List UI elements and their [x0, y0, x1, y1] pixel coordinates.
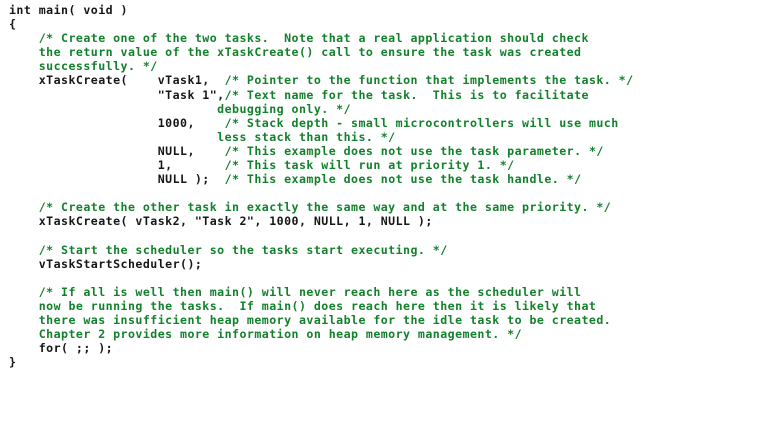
- code-comment-span: debugging only. */: [9, 101, 352, 116]
- code-line: 1, /* This task will run at priority 1. …: [9, 158, 634, 172]
- code-comment-span: /* Text name for the task. This is to fa…: [224, 87, 589, 102]
- code-line: now be running the tasks. If main() does…: [9, 299, 634, 313]
- code-line: vTaskStartScheduler();: [9, 257, 634, 271]
- code-line: successfully. */: [9, 59, 634, 73]
- code-line: NULL ); /* This example does not use the…: [9, 172, 634, 186]
- code-line-blank: [9, 186, 634, 200]
- code-comment-span: /* If all is well then main() will never…: [9, 284, 582, 299]
- code-comment-span: /* Stack depth - small microcontrollers …: [217, 115, 619, 130]
- code-comment-span: /* Pointer to the function that implemen…: [217, 73, 634, 88]
- code-comment-span: now be running the tasks. If main() does…: [9, 298, 597, 313]
- code-comment-span: Chapter 2 provides more information on h…: [9, 327, 523, 342]
- code-line: for( ;; );: [9, 341, 634, 355]
- code-listing-body[interactable]: int main( void ){ /* Create one of the t…: [9, 3, 634, 369]
- code-line: /* Create one of the two tasks. Note tha…: [9, 31, 634, 45]
- code-line: /* If all is well then main() will never…: [9, 285, 634, 299]
- code-token-span: for( ;; );: [9, 341, 114, 356]
- code-line: Chapter 2 provides more information on h…: [9, 327, 634, 341]
- code-token-span: 1000,: [9, 115, 218, 130]
- code-token-span: vTaskStartScheduler();: [9, 256, 203, 271]
- code-line: there was insufficient heap memory avail…: [9, 313, 634, 327]
- code-token-span: 1,: [9, 158, 218, 173]
- code-line: {: [9, 17, 634, 31]
- code-token-span: NULL );: [9, 172, 225, 187]
- code-line: }: [9, 355, 634, 369]
- code-comment-span: /* This example does not use the task ha…: [224, 172, 582, 187]
- code-comment-span: /* This example does not use the task pa…: [217, 143, 604, 158]
- code-line: int main( void ): [9, 3, 634, 17]
- code-line: debugging only. */: [9, 102, 634, 116]
- code-comment-span: less stack than this. */: [9, 129, 396, 144]
- code-comment-span: /* This task will run at priority 1. */: [217, 158, 515, 173]
- code-comment-span: /* Start the scheduler so the tasks star…: [9, 242, 448, 257]
- code-line: xTaskCreate( vTask2, "Task 2", 1000, NUL…: [9, 214, 634, 228]
- code-comment-span: the return value of the xTaskCreate() ca…: [9, 45, 582, 60]
- code-token-span: int main( void ): [9, 3, 128, 17]
- code-token-span: "Task 1",: [9, 87, 225, 102]
- code-line-blank: [9, 271, 634, 285]
- code-token-span: }: [9, 355, 17, 370]
- code-token-span: xTaskCreate( vTask1,: [9, 73, 218, 88]
- code-line: 1000, /* Stack depth - small microcontro…: [9, 116, 634, 130]
- code-token-span: xTaskCreate( vTask2, "Task 2", 1000, NUL…: [9, 214, 433, 229]
- code-comment-span: /* Create the other task in exactly the …: [9, 200, 612, 215]
- code-line: xTaskCreate( vTask1, /* Pointer to the f…: [9, 73, 634, 87]
- code-comment-span: /* Create one of the two tasks. Note tha…: [9, 31, 589, 46]
- code-line: less stack than this. */: [9, 130, 634, 144]
- code-token-span: {: [9, 17, 17, 32]
- code-line: /* Start the scheduler so the tasks star…: [9, 243, 634, 257]
- code-token-span: NULL,: [9, 143, 218, 158]
- code-line: the return value of the xTaskCreate() ca…: [9, 45, 634, 59]
- code-comment-span: there was insufficient heap memory avail…: [9, 313, 612, 328]
- code-comment-span: successfully. */: [9, 59, 158, 74]
- code-line: /* Create the other task in exactly the …: [9, 200, 634, 214]
- code-line: NULL, /* This example does not use the t…: [9, 144, 634, 158]
- code-line-blank: [9, 229, 634, 243]
- code-line: "Task 1",/* Text name for the task. This…: [9, 88, 634, 102]
